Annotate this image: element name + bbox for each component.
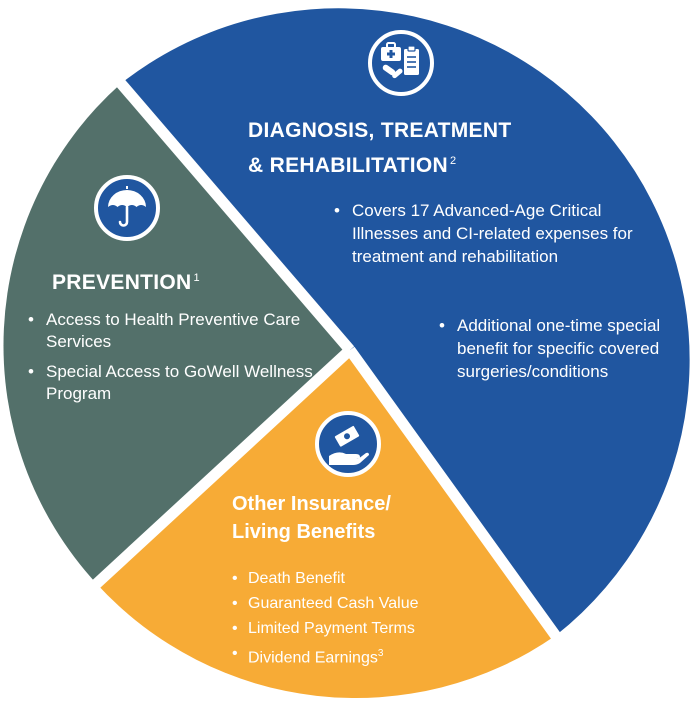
other-bullet-list: Death Benefit Guaranteed Cash Value Limi… [230,566,510,670]
diagnosis-bullet: Additional one-time special benefit for … [437,314,667,383]
other-bullet: Guaranteed Cash Value [230,591,510,616]
other-title-line1: Other Insurance/ [232,493,391,515]
diagnosis-footnote: 2 [450,155,457,167]
prevention-footnote: 1 [193,272,200,284]
other-bullet: Limited Payment Terms [230,616,510,641]
diagnosis-segment [120,8,690,636]
diagnosis-bullet-list-1: Covers 17 Advanced-Age Critical Illnesse… [332,199,662,268]
other-footnote: 3 [377,648,384,659]
diagnosis-bullet: Covers 17 Advanced-Age Critical Illnesse… [332,199,662,268]
prevention-bullet: Access to Health Preventive Care Service… [26,309,316,353]
other-title: Other Insurance/ Living Benefits [232,490,482,546]
hand-money-icon [315,411,381,477]
prevention-bullet-list: Access to Health Preventive Care Service… [26,309,316,413]
umbrella-icon [94,175,160,241]
medical-kit-clipboard-icon [368,30,434,96]
diagnosis-bullet-list-2: Additional one-time special benefit for … [437,314,667,383]
diagnosis-title-line1: DIAGNOSIS, TREATMENT [248,119,512,142]
prevention-bullet: Special Access to GoWell Wellness Progra… [26,361,316,405]
other-title-line2: Living Benefits [232,521,376,543]
other-bullet: Death Benefit [230,566,510,591]
other-bullet: Dividend Earnings3 [230,641,510,670]
